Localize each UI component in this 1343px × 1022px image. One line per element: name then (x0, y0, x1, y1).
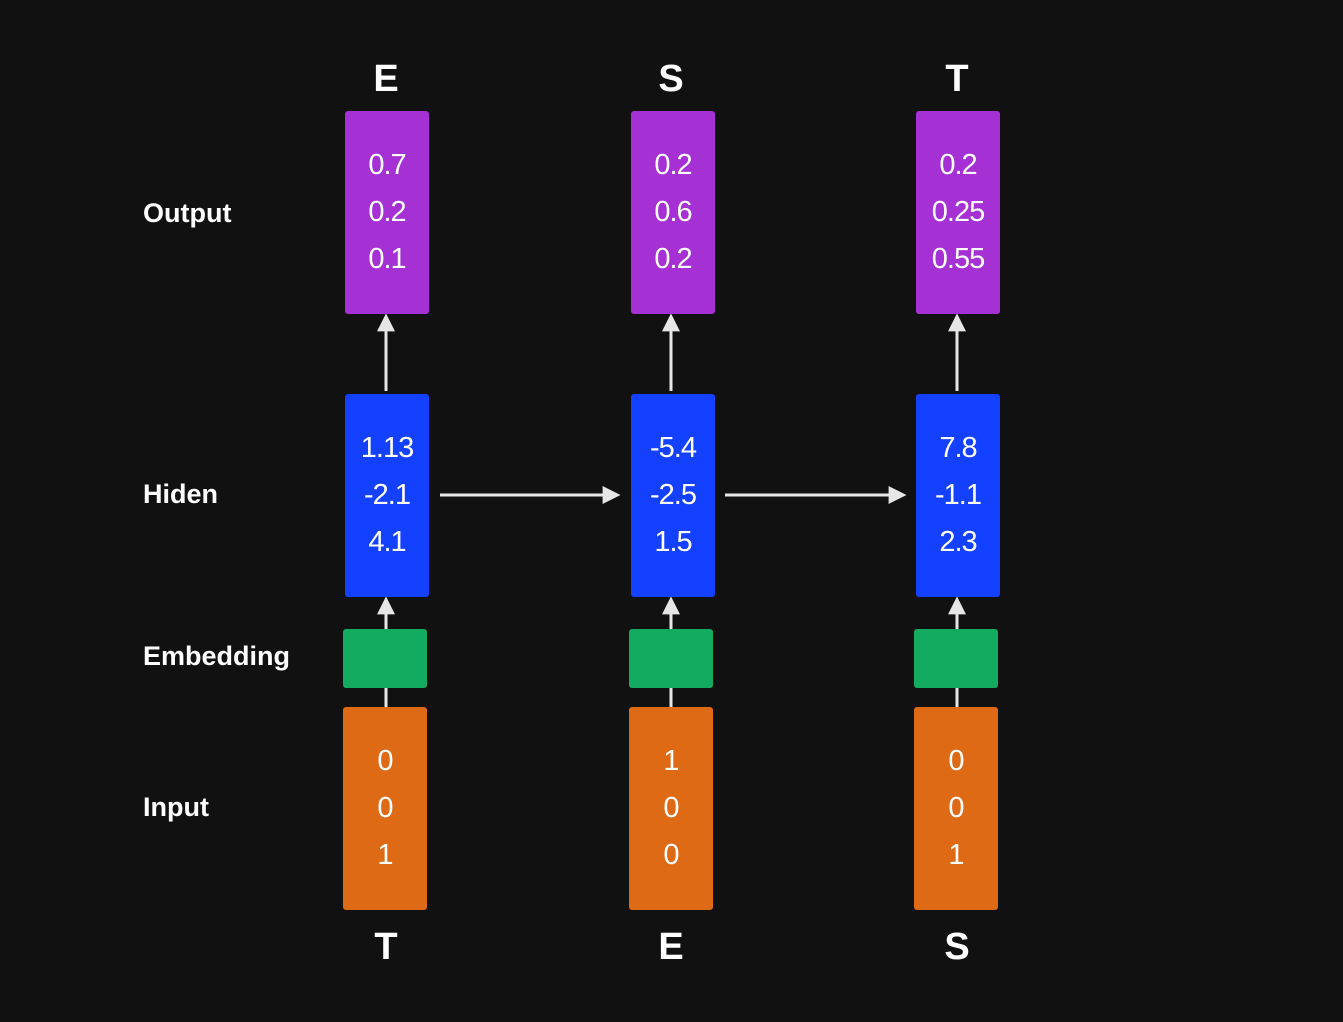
output-letter-2: S (658, 58, 684, 100)
output-value: 0.2 (654, 243, 692, 275)
output-value: 0.7 (368, 149, 406, 181)
hidden-value: 7.8 (939, 432, 977, 464)
hidden-value: 1.5 (654, 526, 692, 558)
output-value: 0.1 (368, 243, 406, 275)
input-value: 1 (948, 839, 964, 871)
output-value: 0.6 (654, 196, 692, 228)
hidden-value: -1.1 (935, 479, 982, 511)
hidden-row-label: Hiden (143, 479, 219, 509)
embedding-block-2 (629, 629, 713, 688)
hidden-value: 2.3 (939, 526, 977, 558)
hidden-value: -2.1 (364, 479, 411, 511)
output-value: 0.2 (368, 196, 406, 228)
hidden-value: -2.5 (650, 479, 697, 511)
input-vector-2: 1 0 0 (629, 707, 713, 910)
input-value: 0 (948, 745, 964, 777)
input-letter-3: S (944, 926, 970, 968)
input-value: 1 (377, 839, 393, 871)
hidden-vector-3: 7.8 -1.1 2.3 (916, 394, 1000, 597)
embedding-block-1 (343, 629, 427, 688)
input-value: 0 (377, 745, 393, 777)
output-vector-2: 0.2 0.6 0.2 (631, 111, 715, 314)
input-row-label: Input (143, 792, 209, 822)
output-letter-1: E (373, 58, 399, 100)
input-value: 1 (663, 745, 679, 777)
input-value: 0 (663, 792, 679, 824)
input-value: 0 (663, 839, 679, 871)
input-vector-3: 0 0 1 (914, 707, 998, 910)
embedding-row-label: Embedding (143, 641, 290, 671)
hidden-vector-2: -5.4 -2.5 1.5 (631, 394, 715, 597)
output-row-label: Output (143, 198, 232, 228)
hidden-value: 4.1 (368, 526, 406, 558)
input-value: 0 (377, 792, 393, 824)
input-vector-1: 0 0 1 (343, 707, 427, 910)
hidden-vector-1: 1.13 -2.1 4.1 (345, 394, 429, 597)
output-value: 0.25 (931, 196, 985, 228)
output-value: 0.2 (654, 149, 692, 181)
output-vector-3: 0.2 0.25 0.55 (916, 111, 1000, 314)
output-value: 0.2 (939, 149, 977, 181)
hidden-value: -5.4 (650, 432, 697, 464)
output-vector-1: 0.7 0.2 0.1 (345, 111, 429, 314)
input-letter-2: E (658, 926, 684, 968)
output-letter-3: T (945, 58, 969, 100)
hidden-value: 1.13 (360, 432, 414, 464)
output-value: 0.55 (931, 243, 985, 275)
input-value: 0 (948, 792, 964, 824)
embedding-block-3 (914, 629, 998, 688)
input-letter-1: T (374, 926, 398, 968)
